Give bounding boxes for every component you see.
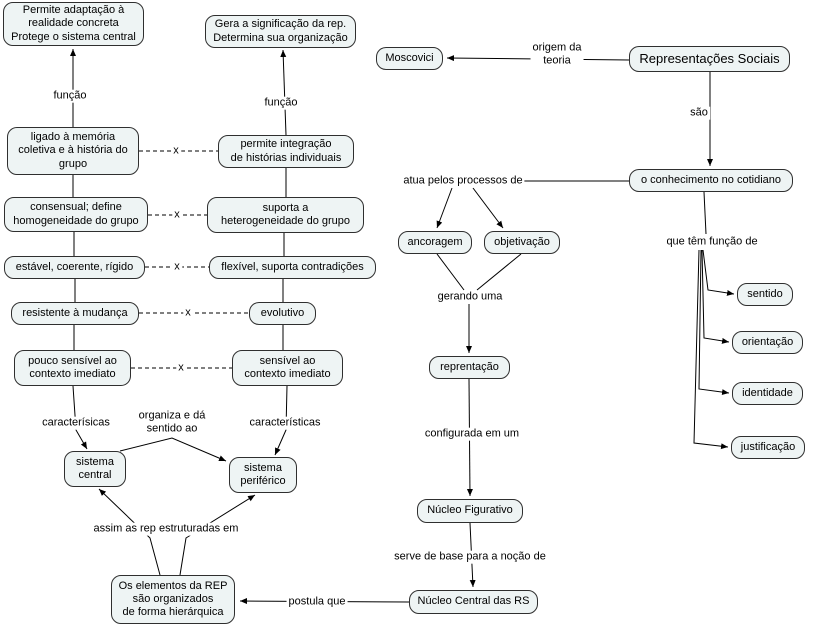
- node-sistema-periferico[interactable]: sistema periférico: [229, 457, 297, 493]
- node-orientacao[interactable]: orientação: [732, 331, 803, 354]
- link-label-serve-de-base[interactable]: serve de base para a noção de: [392, 550, 548, 564]
- link-label-assim-as-rep[interactable]: assim as rep estruturadas em: [91, 522, 241, 536]
- link-label-origem-da-teoria[interactable]: origem da teoria: [530, 41, 584, 67]
- node-adaptacao-protege[interactable]: Permite adaptação à realidade concreta P…: [3, 2, 144, 46]
- node-ancoragem[interactable]: ancoragem: [398, 231, 472, 254]
- cross-link-x-2[interactable]: x: [172, 208, 182, 222]
- cross-link-x-3[interactable]: x: [172, 260, 182, 274]
- link-label-funcao-2[interactable]: função: [262, 96, 300, 110]
- node-conhecimento-cotidiano[interactable]: o conhecimento no cotidiano: [629, 169, 793, 192]
- node-integracao-historias[interactable]: permite integração de histórias individu…: [218, 135, 354, 168]
- link-label-que-tem-funcao[interactable]: que têm função de: [664, 235, 760, 249]
- node-justificacao[interactable]: justificação: [731, 436, 805, 459]
- node-identidade[interactable]: identidade: [732, 382, 803, 405]
- cross-link-x-1[interactable]: x: [171, 144, 181, 158]
- node-nucleo-figurativo[interactable]: Núcleo Figurativo: [417, 499, 523, 523]
- node-representacoes-sociais[interactable]: Representações Sociais: [629, 46, 790, 72]
- node-sistema-central[interactable]: sistema central: [64, 451, 126, 487]
- node-memoria-coletiva[interactable]: ligado à memória coletiva e à história d…: [7, 127, 139, 175]
- node-estavel-coerente[interactable]: estável, coerente, rígido: [4, 256, 145, 279]
- cross-link-x-5[interactable]: x: [176, 361, 186, 375]
- node-sensivel[interactable]: sensível ao contexto imediato: [232, 350, 343, 386]
- link-label-caracteristicas-periferico[interactable]: características: [247, 416, 323, 430]
- node-significacao[interactable]: Gera a significação da rep. Determina su…: [205, 15, 356, 48]
- node-pouco-sensivel[interactable]: pouco sensível ao contexto imediato: [14, 350, 131, 386]
- node-flexivel[interactable]: flexível, suporta contradições: [209, 256, 376, 279]
- link-label-atua-pelos-processos[interactable]: atua pelos processos de: [401, 174, 525, 188]
- link-label-organiza-e-da-sentido[interactable]: organiza e dá sentido ao: [136, 409, 208, 435]
- node-reprentacao[interactable]: reprentação: [429, 356, 510, 379]
- cross-link-x-4[interactable]: x: [183, 306, 193, 320]
- node-nucleo-central-rs[interactable]: Núcleo Central das RS: [409, 590, 538, 614]
- node-elementos-rep[interactable]: Os elementos da REP são organizados de f…: [111, 575, 235, 624]
- node-sentido[interactable]: sentido: [737, 283, 793, 306]
- node-consensual[interactable]: consensual; define homogeneidade do grup…: [4, 197, 148, 232]
- link-label-configurada-em-um[interactable]: configurada em um: [422, 427, 522, 441]
- node-evolutivo[interactable]: evolutivo: [249, 302, 316, 325]
- link-label-sao[interactable]: são: [688, 106, 710, 120]
- link-label-funcao-1[interactable]: função: [51, 89, 89, 103]
- link-label-gerando-uma[interactable]: gerando uma: [435, 290, 505, 304]
- link-label-caracteristicas-central[interactable]: caracterísicas: [40, 416, 112, 430]
- link-label-postula-que[interactable]: postula que: [286, 595, 348, 609]
- node-resistente-mudanca[interactable]: resistente à mudança: [11, 302, 139, 325]
- node-objetivacao[interactable]: objetivação: [484, 231, 560, 254]
- node-moscovici[interactable]: Moscovici: [376, 47, 443, 70]
- node-heterogeneidade[interactable]: suporta a heterogeneidade do grupo: [207, 197, 364, 233]
